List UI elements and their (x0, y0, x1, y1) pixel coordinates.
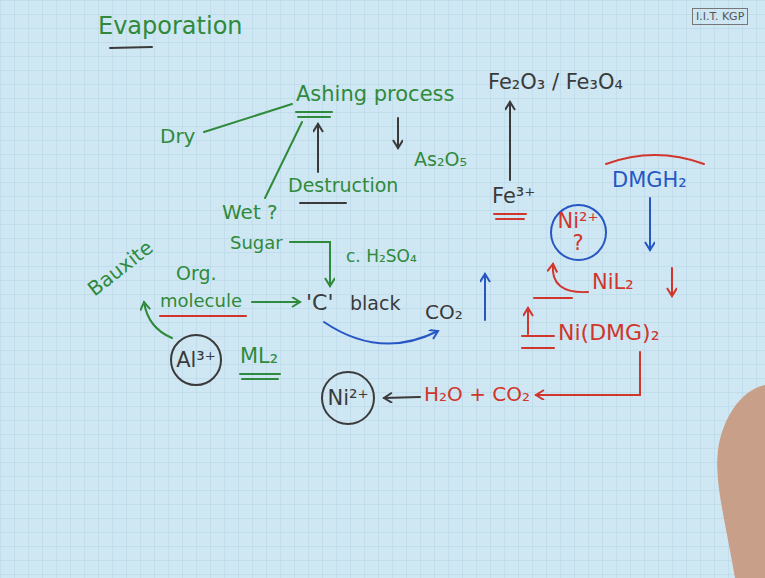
formula: Fe₂O₃ / Fe₃O₄ (488, 70, 623, 95)
circle-outline (551, 205, 606, 260)
arrow (252, 301, 300, 303)
arrow (536, 352, 640, 395)
double-underline (494, 214, 526, 219)
circled-ion: Ni²⁺ (320, 370, 376, 426)
arrow (509, 102, 511, 180)
circle-outline (171, 335, 221, 385)
arrow (290, 242, 330, 286)
underline (160, 315, 246, 317)
arrow (484, 274, 486, 320)
circled-ion: Al³⁺ (169, 333, 223, 387)
ion: Fe³⁺ (492, 184, 535, 209)
curved-arrow (324, 322, 438, 344)
circled-ion: Ni²⁺? (549, 203, 608, 262)
complex: ML₂ (240, 344, 278, 369)
ion-label: Ni²⁺ (327, 387, 368, 409)
complex: NiL₂ (592, 270, 634, 295)
ion-text: Ni²⁺? (557, 210, 598, 254)
reagent: DMGH₂ (612, 168, 687, 193)
curved-arrow (553, 264, 588, 292)
double-underline (240, 374, 280, 379)
ion-text: Al³⁺ (176, 349, 216, 371)
element: 'C' (306, 290, 333, 316)
formula: H₂O + CO₂ (424, 382, 530, 406)
ion-label: ? (557, 232, 598, 254)
presenter-hand (717, 385, 765, 578)
watermark: I.I.T. KGP (692, 8, 748, 25)
ion-text: Ni²⁺ (327, 387, 368, 409)
underline (110, 47, 152, 48)
arrow (384, 397, 420, 398)
arrow (671, 268, 673, 296)
process-name: Destruction (288, 174, 398, 197)
overline-arc (606, 155, 704, 164)
reagent: c. H₂SO₄ (346, 246, 417, 266)
branch-line (204, 104, 292, 132)
note: Org. (176, 262, 217, 285)
arrow (397, 118, 399, 148)
complex: Ni(DMG)₂ (558, 320, 660, 346)
process-name: Ashing process (296, 82, 454, 107)
formula: As₂O₅ (414, 148, 467, 171)
note: black (350, 292, 400, 315)
dash-mark (522, 336, 554, 348)
double-underline (296, 112, 332, 117)
formula: CO₂ (425, 300, 463, 324)
circle-outline (322, 372, 374, 424)
note: Sugar (230, 232, 283, 254)
arrow (649, 198, 651, 250)
arrow (527, 308, 529, 334)
dash-mark (534, 297, 572, 299)
ion-label: Al³⁺ (176, 349, 216, 371)
underline (300, 202, 346, 204)
ion-label: Ni²⁺ (557, 210, 598, 232)
heading: Evaporation (98, 12, 243, 41)
note: Wet ? (222, 200, 278, 224)
note: molecule (160, 290, 242, 312)
note: Dry (160, 124, 195, 148)
arrow (317, 124, 319, 172)
